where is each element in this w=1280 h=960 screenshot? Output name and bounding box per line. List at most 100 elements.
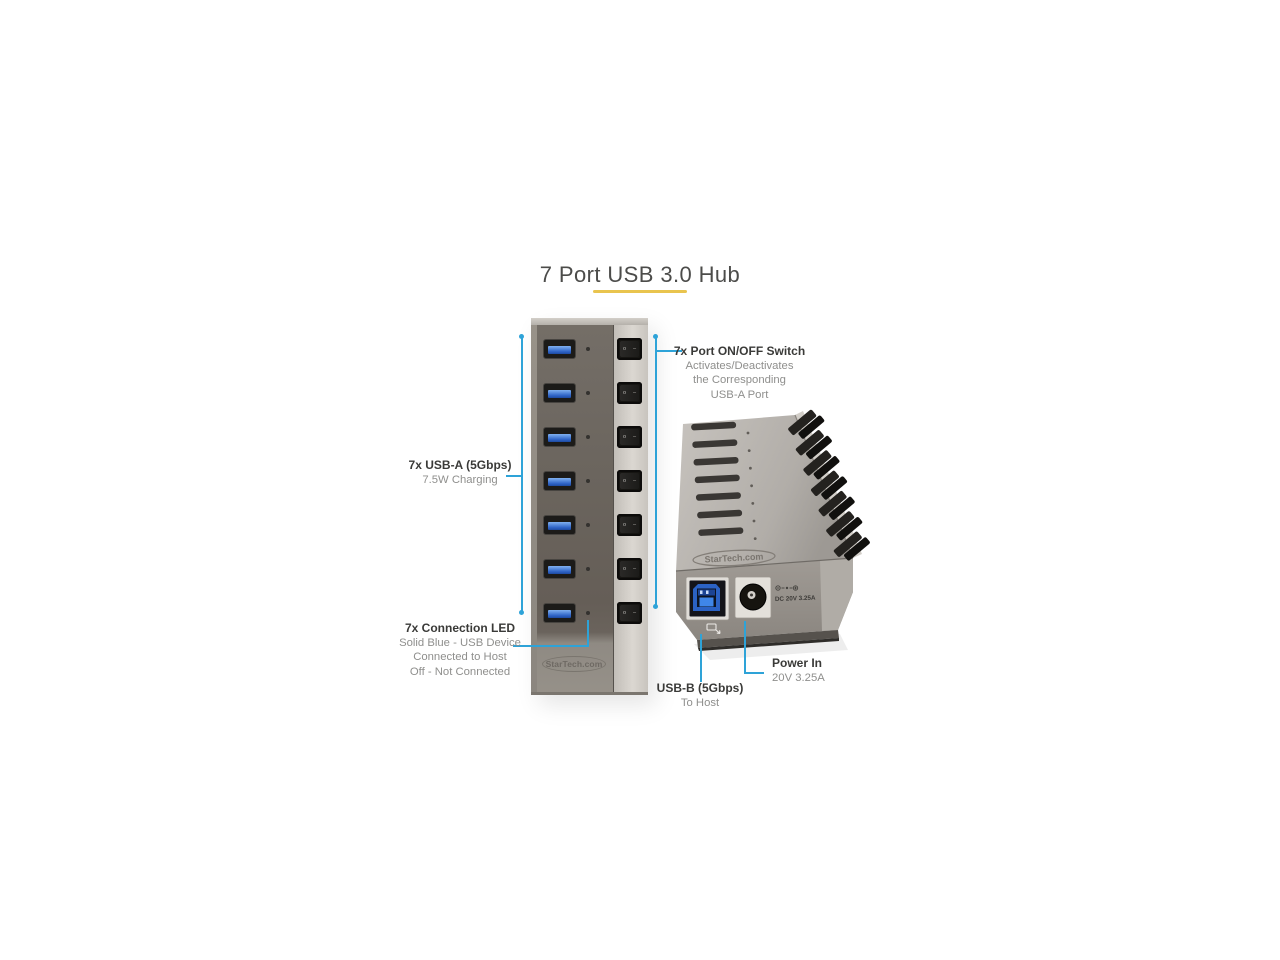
rear-rocker-fin [833,531,870,561]
rear-usb-slit [691,421,737,431]
annotation-label: 7x Port ON/OFF Switch [673,344,806,358]
rear-rocker-fin [803,450,840,480]
usb-a-tongue [548,434,571,442]
rear-usb-slit [693,456,739,466]
dc-rating-label: DC 20V 3.25A [775,595,816,603]
end-face-chamfer [820,558,853,631]
rear-led-dot [750,484,753,488]
usb-a-port [543,339,576,359]
usb-a-port [543,515,576,535]
rocker: o– [620,429,639,445]
rear-led-dot [751,502,755,505]
front-device-left-edge [531,325,537,695]
rear-led-dot [746,431,750,435]
rocker: o– [620,605,639,621]
annotation-label: 7x USB-A (5Gbps) [408,458,512,472]
port-on-off-switch: o– [617,602,642,624]
rear-rocker-fin [811,470,848,500]
front-device-face [537,325,613,695]
rocker: o– [620,473,639,489]
usb-a-tongue [548,610,571,618]
rocker: o– [620,517,639,533]
annotation-subtext: 7.5W Charging [422,473,498,486]
annotation-connection-led: 7x Connection LED Solid Blue - USB Devic… [385,621,535,679]
usb-a-tongue [548,478,571,486]
connection-led [586,435,590,439]
connection-led [586,347,590,351]
usbb-connector-line [700,634,702,682]
front-device-bottom-edge [531,692,648,695]
annotation-subtext: To Host [680,696,720,709]
rocker: o– [620,385,639,401]
port-on-off-switch: o– [617,558,642,580]
annotation-port-switch: 7x Port ON/OFF Switch Activates/Deactiva… [657,344,822,402]
usb-a-port [543,603,576,623]
usb-a-port [543,427,576,447]
rear-port-slits [691,421,744,536]
annotation-power-in: Power In 20V 3.25A [772,656,882,685]
annotation-label: USB-B (5Gbps) [656,681,744,695]
annotation-subtext: Connected to Host [413,651,507,664]
rear-led-dot [752,519,756,523]
rear-rocker-fin [818,491,855,520]
rear-brand-text: StarTech.com [704,551,763,564]
switch-connector-line [655,350,682,352]
rear-usb-slit [698,527,744,536]
page-title: 7 Port USB 3.0 Hub [539,262,741,287]
usb-a-tongue [548,390,571,398]
rear-led-dot [753,537,757,540]
connection-led [586,611,590,615]
rear-usb-slit [694,474,740,484]
port-on-off-switch: o– [617,470,642,492]
rocker: o– [620,341,639,357]
rear-usb-slit [692,439,738,448]
rear-led-dots [746,431,757,540]
usb-b-port [685,576,730,621]
usba-bracket-dot-top [519,334,524,339]
host-icon [706,623,721,635]
usba-connector-line [506,475,523,477]
annotation-subtext: Activates/Deactivates [685,359,794,372]
usb-a-port [543,383,576,403]
rear-rocker-fin [788,409,825,439]
port-on-off-switch: o– [617,426,642,448]
connection-led [586,567,590,571]
annotation-label: Power In [772,656,823,670]
port-on-off-switch: o– [617,514,642,536]
usba-bracket-dot-bottom [519,610,524,615]
usb-a-tongue [548,566,571,574]
front-device-top-edge [531,318,648,325]
front-switch-strip [613,325,648,695]
port-on-off-switch: o– [617,338,642,360]
connection-led [586,479,590,483]
port-on-off-switch: o– [617,382,642,404]
end-face-top-seam [675,557,854,572]
connection-led [586,391,590,395]
power-connector-v [744,621,746,674]
annotation-usb-b: USB-B (5Gbps) To Host [630,681,770,710]
rear-rocker-fin [826,511,863,541]
usb-a-tongue [548,346,571,354]
rear-device: StarTech.com [675,409,870,660]
connection-led [586,523,590,527]
rear-brand-logo: StarTech.com [692,549,776,567]
dc-power-jack [734,576,772,619]
title-underline [593,290,687,293]
device-base [697,630,839,648]
brand-logo: StarTech.com [542,656,606,672]
usb-a-tongue [548,522,571,530]
rear-usb-slit [695,492,741,501]
annotation-label: 7x Connection LED [404,621,515,635]
rear-switch-fins [788,409,870,561]
led-connector-v [587,620,589,647]
switch-bracket-dot-top [653,334,658,339]
annotation-subtext: Solid Blue - USB Device [399,636,521,649]
front-device: StarTech.com o– o– o– o– o– o– o– [531,318,648,695]
device-base-line [698,638,839,651]
power-connector-h [744,672,764,674]
rocker: o– [620,561,639,577]
annotation-subtext: the Corresponding [693,374,786,387]
usba-bracket-line [521,337,523,612]
annotation-subtext: 20V 3.25A [772,671,825,684]
annotation-subtext: USB-A Port [710,388,769,401]
